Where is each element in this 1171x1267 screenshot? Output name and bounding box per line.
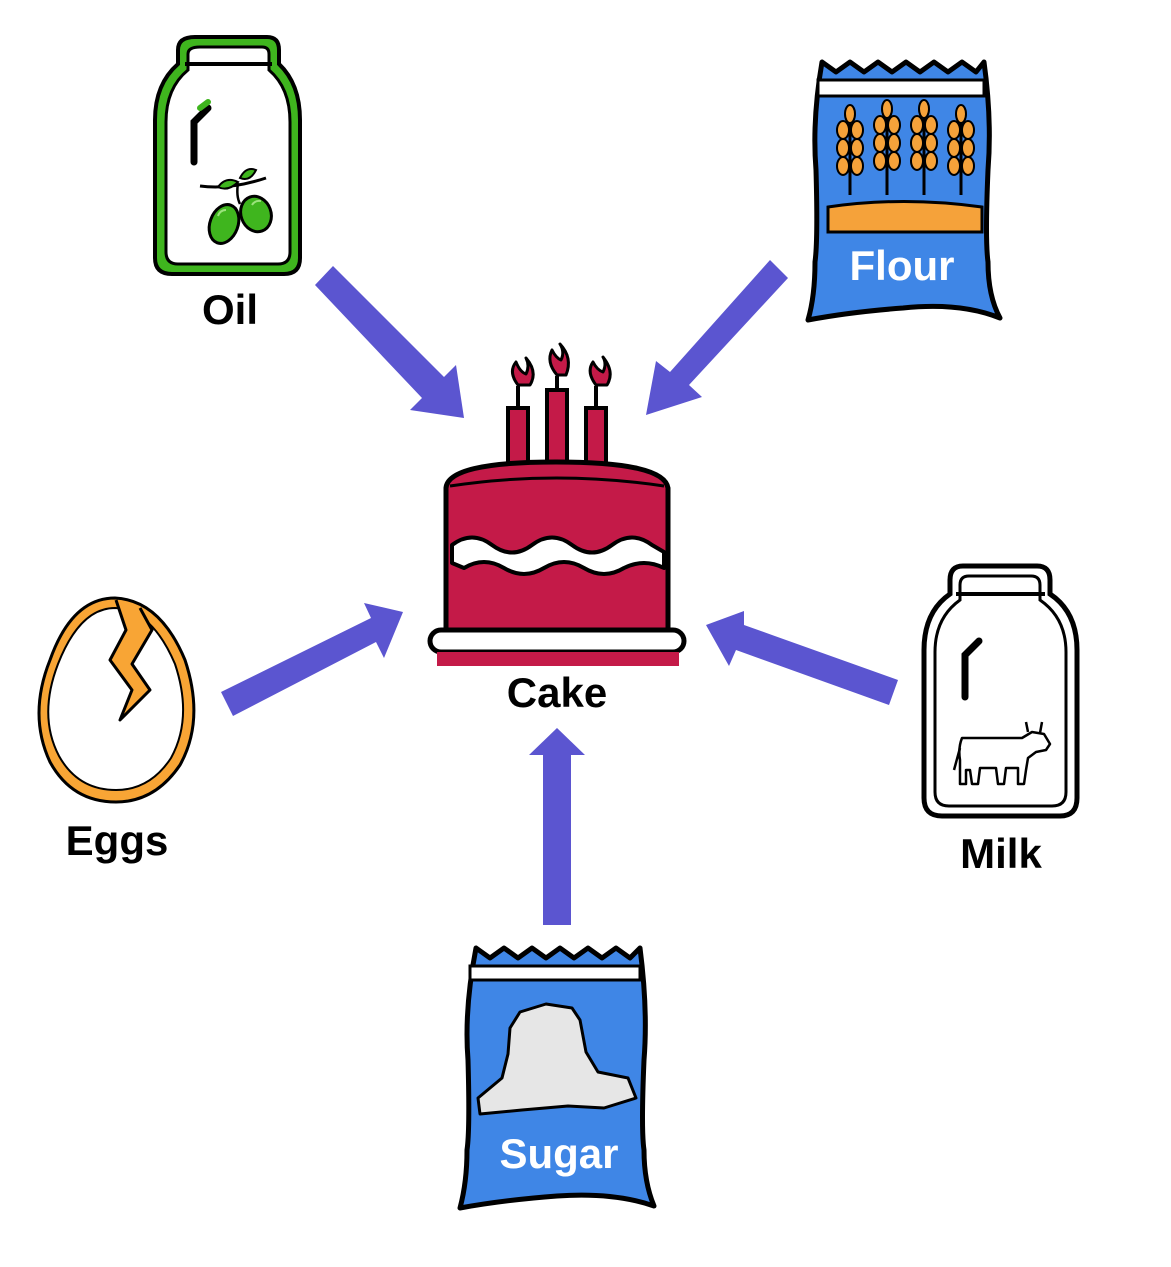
birthday-cake-icon	[427, 342, 687, 666]
milk-label: Milk	[960, 830, 1042, 877]
flour-bag-icon: Flour	[805, 59, 1003, 323]
flour-label: Flour	[850, 242, 955, 289]
cake-label: Cake	[507, 669, 607, 716]
arrow-sugar-to-cake	[529, 728, 585, 925]
olive-oil-bottle-icon	[153, 35, 302, 276]
eggs-label: Eggs	[66, 817, 169, 864]
arrow-eggs-to-cake	[221, 603, 403, 716]
oil-label: Oil	[202, 286, 258, 333]
sugar-bag-icon: Sugar	[457, 945, 657, 1211]
arrow-milk-to-cake	[706, 611, 898, 705]
arrows	[221, 260, 898, 925]
sugar-label: Sugar	[499, 1130, 618, 1177]
arrow-oil-to-cake	[315, 266, 464, 418]
cracked-egg-icon	[37, 596, 196, 804]
milk-bottle-icon	[921, 563, 1080, 819]
arrow-flour-to-cake	[646, 260, 788, 415]
